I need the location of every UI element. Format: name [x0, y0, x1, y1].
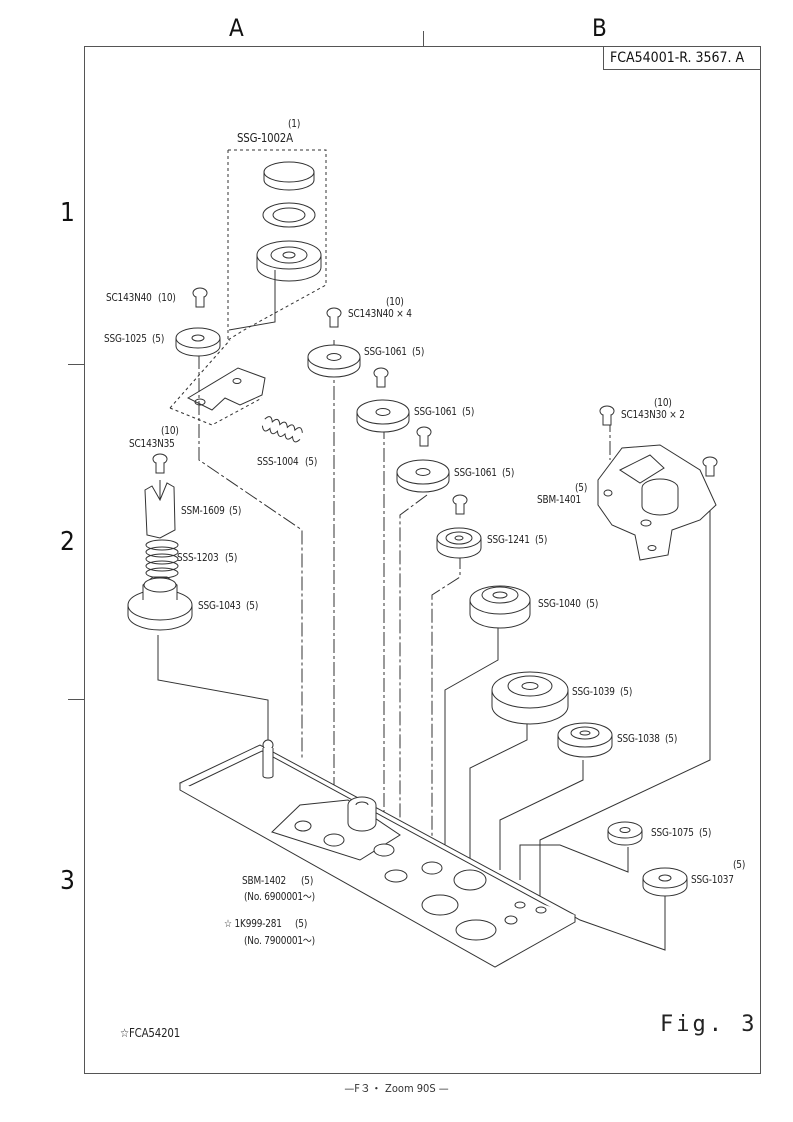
revision-note: ☆FCA54201: [120, 1026, 181, 1040]
part-qty-sss-1004: (5): [305, 456, 318, 468]
gear-ssg-1061-c: [396, 459, 450, 493]
column-label-a: A: [229, 14, 244, 42]
part-code-ssg-1040: SSG-1040: [538, 598, 581, 610]
part-qty-ssg-1037: (5): [733, 859, 746, 871]
gear-ssg-1040: [469, 585, 531, 629]
part-qty-ssg-1075: (5): [699, 827, 712, 839]
gear-ssg-1075: [607, 821, 643, 846]
lever-plate-part: [186, 367, 266, 411]
row-label-1: 1: [60, 198, 75, 228]
part-code-ssg-1037: SSG-1037: [691, 874, 734, 886]
gear-ssg-1241: [436, 527, 482, 559]
part-qty-ssg-1025: (5): [152, 333, 165, 345]
part-qty-ssg-1061-c: (5): [502, 467, 515, 479]
button-cap-part: [256, 161, 322, 282]
part-qty-sc143n35: (10): [161, 425, 179, 437]
part-qty-ssg-1040: (5): [586, 598, 599, 610]
part-qty-sc143n30x2: (10): [654, 397, 672, 409]
gear-ssg-1038: [557, 722, 613, 758]
part-code-sss-1203: SSS-1203: [177, 552, 219, 564]
base-plate-sbm-1402-part: [178, 739, 577, 968]
part-code-1k999-281: ☆ 1K999-281: [224, 918, 282, 930]
screw-parts: [152, 287, 718, 515]
leader-lines: [157, 270, 711, 951]
part-code-ssg-1038: SSG-1038: [617, 733, 660, 745]
gear-ssg-1025: [175, 327, 221, 357]
bracket-ssm-1609-part: [144, 482, 176, 539]
part-code-sc143n40x4: SC143N40 × 4: [348, 308, 412, 320]
document-number: FCA54001-R. 3567. A: [603, 46, 761, 70]
part-code-sc143n30x2: SC143N30 × 2: [621, 409, 685, 421]
part-qty-sbm-1401: (5): [575, 482, 588, 494]
part-qty-sss-1203: (5): [225, 552, 238, 564]
column-label-b: B: [592, 14, 607, 42]
part-code-ssg-1061-b: SSG-1061: [414, 406, 457, 418]
part-qty-ssg-1061-b: (5): [462, 406, 475, 418]
spring-sss-1203-part: [145, 539, 179, 579]
part-code-ssg-1075: SSG-1075: [651, 827, 694, 839]
ssg-1002a-assembly: [169, 149, 327, 426]
part-qty-ssg-1038: (5): [665, 733, 678, 745]
gear-ssg-1043: [127, 576, 193, 631]
gear-ssg-1061-a: [307, 344, 361, 378]
part-code-ssg-1025: SSG-1025: [104, 333, 147, 345]
row-divider-tick: [68, 364, 84, 365]
part-qty-ssg-1241: (5): [535, 534, 548, 546]
part-code-sc143n40: SC143N40: [106, 292, 152, 304]
part-qty-ssm-1609: (5): [229, 505, 242, 517]
part-qty-ssg-1039: (5): [620, 686, 633, 698]
part-code-sbm-1402: SBM-1402: [242, 875, 287, 887]
part-code-sc143n35: SC143N35: [129, 438, 175, 450]
part-qty-1k999-281: (5): [295, 918, 308, 930]
part-qty-sc143n40: (10): [158, 292, 176, 304]
part-code-ssg-1061-c: SSG-1061: [454, 467, 497, 479]
part-qty-ssg-1002a: (1): [288, 118, 301, 130]
figure-label: Fig. 3: [660, 1012, 758, 1037]
part-qty-ssg-1061-a: (5): [412, 346, 425, 358]
part-code-sss-1004: SSS-1004: [257, 456, 299, 468]
gear-ssg-1037: [642, 867, 688, 897]
part-qty-sc143n40x4: (10): [386, 296, 404, 308]
spring-sss-1004-part: [261, 416, 303, 443]
row-divider-tick: [68, 699, 84, 700]
page-footer: —F３・ Zoom 90S —: [344, 1082, 449, 1095]
row-label-2: 2: [60, 527, 75, 557]
housing-sbm-1401-part: [597, 444, 717, 561]
part-code-ssg-1002a: SSG-1002A: [237, 131, 293, 145]
row-label-3: 3: [60, 866, 75, 896]
part-code-ssm-1609: SSM-1609: [181, 505, 225, 517]
gear-parts: [127, 327, 688, 897]
part-code-ssg-1039: SSG-1039: [572, 686, 615, 698]
part-serial-1k999-281: (No. 7900001～): [244, 935, 315, 947]
part-code-sbm-1401: SBM-1401: [537, 494, 582, 506]
gear-ssg-1061-b: [356, 399, 410, 433]
part-code-ssg-1241: SSG-1241: [487, 534, 530, 546]
part-serial-sbm-1402: (No. 6900001～): [244, 891, 315, 903]
part-qty-ssg-1043: (5): [246, 600, 259, 612]
drawing-frame: [84, 46, 761, 1074]
gear-ssg-1039: [491, 671, 569, 725]
part-code-ssg-1043: SSG-1043: [198, 600, 241, 612]
column-divider-tick: [423, 31, 424, 46]
shaft-posts: [294, 820, 547, 941]
part-qty-sbm-1402: (5): [301, 875, 314, 887]
part-code-ssg-1061-a: SSG-1061: [364, 346, 407, 358]
